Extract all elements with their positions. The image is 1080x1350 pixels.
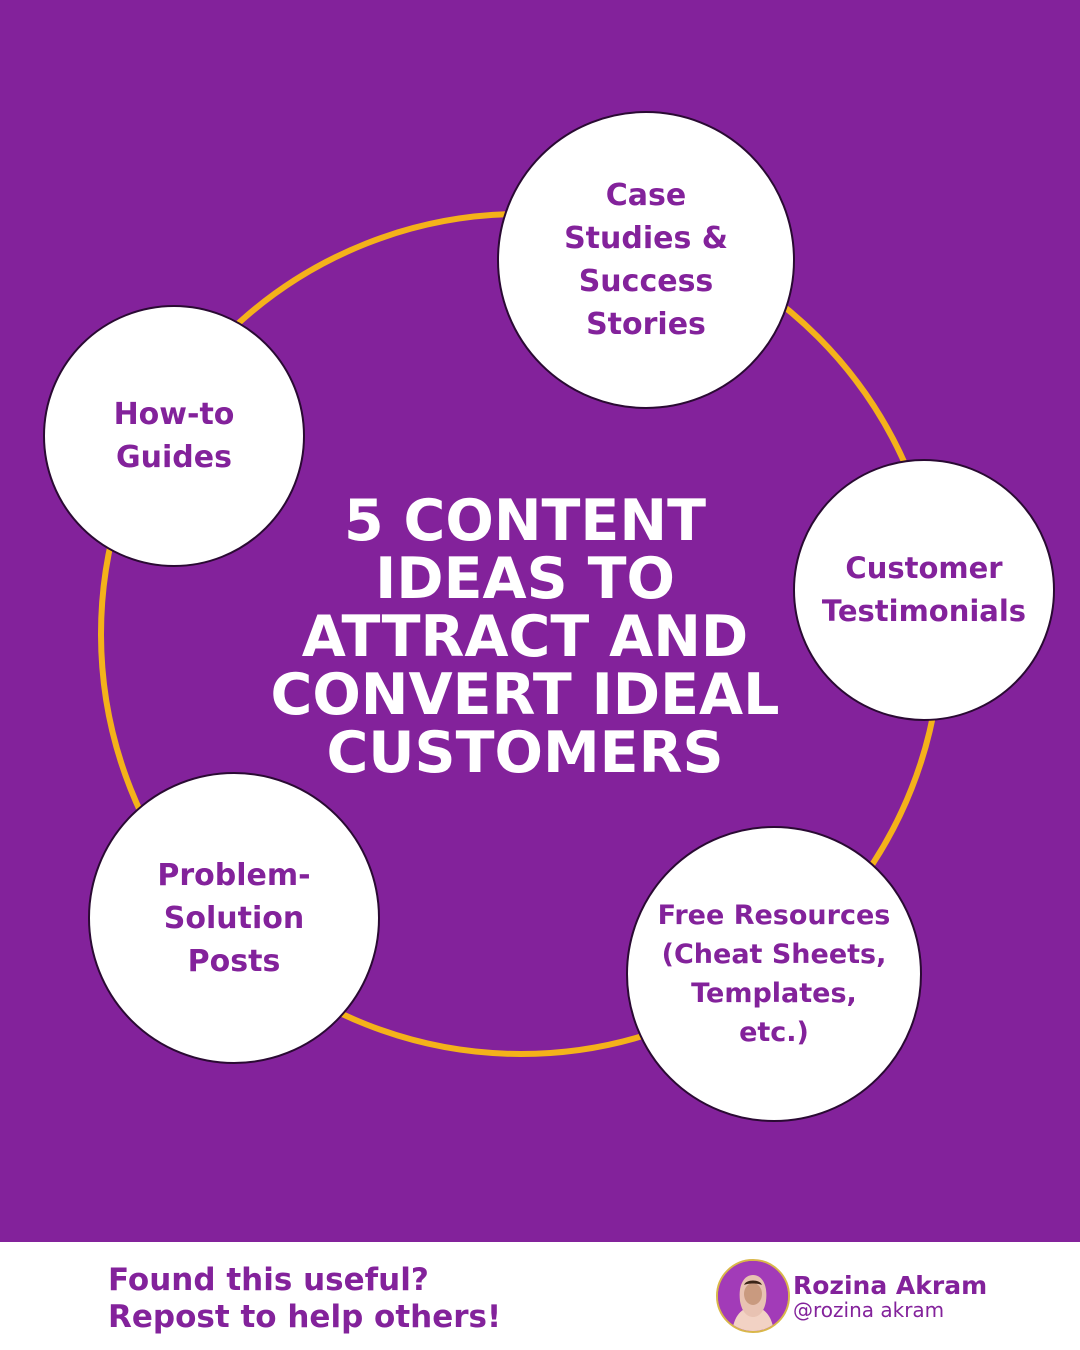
idea-label: Case Studies & Success Stories [564,178,728,342]
author-name: Rozina Akram [793,1271,988,1300]
diagram-canvas: Case Studies & Success Stories How-to Gu… [0,0,1080,1242]
idea-label: How-to Guides [113,397,235,475]
idea-label: Customer Testimonials [821,551,1027,628]
footer-bar: Found this useful? Repost to help others… [0,1242,1080,1350]
page-title: 5 CONTENT IDEAS TO ATTRACT AND CONVERT I… [270,488,780,786]
idea-label: Free Resources (Cheat Sheets, Templates,… [657,900,891,1048]
idea-label: Problem- Solution Posts [157,857,311,979]
person-icon [718,1261,788,1331]
idea-node-customer-testimonials: Customer Testimonials [793,459,1055,721]
repost-call-to-action: Found this useful? Repost to help others… [108,1262,502,1335]
avatar[interactable] [716,1259,790,1333]
author-handle: @rozina akram [793,1298,945,1322]
idea-node-case-studies: Case Studies & Success Stories [497,111,795,409]
author-badge[interactable]: Rozina Akram @rozina akram [716,1259,1016,1337]
idea-node-problem-solution: Problem- Solution Posts [88,772,380,1064]
idea-node-how-to-guides: How-to Guides [43,305,305,567]
idea-node-free-resources: Free Resources (Cheat Sheets, Templates,… [626,826,922,1122]
